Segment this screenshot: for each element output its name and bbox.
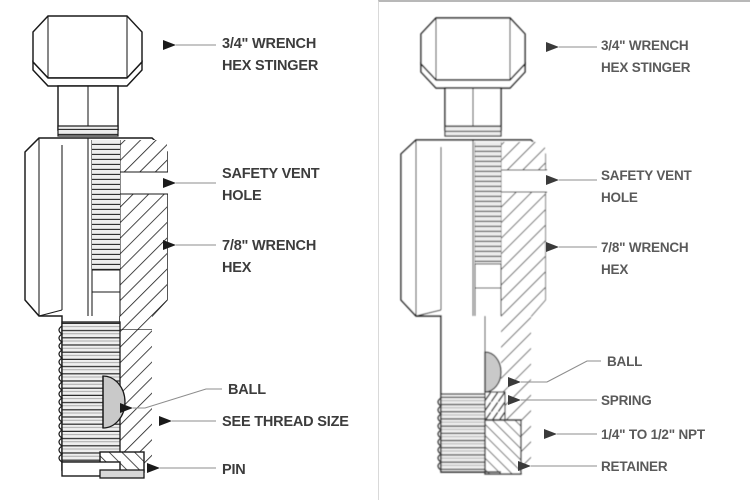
stinger-shank	[57, 85, 119, 131]
leader-wrench-hex	[163, 240, 216, 250]
label-spring: SPRING	[601, 393, 652, 408]
thread-crest-profile	[58, 325, 64, 463]
label-retainer: RETAINER	[601, 459, 668, 474]
leader-retainer	[518, 461, 597, 471]
label-wrench-hex-stinger-line2: HEX STINGER	[601, 60, 691, 75]
hex-stinger-nut	[420, 17, 526, 89]
label-safety-vent-hole-line2: HOLE	[601, 190, 638, 205]
hex-stinger-nut	[32, 15, 143, 87]
label-safety-vent-hole-line1: SAFETY VENT	[601, 168, 693, 183]
left-diagram-panel: 3/4" WRENCH HEX STINGER SAFETY VENT HOLE…	[24, 15, 350, 479]
label-wrench-hex-line1: 7/8" WRENCH	[222, 238, 316, 254]
leader-see-thread-size	[159, 416, 216, 426]
label-see-thread-size: SEE THREAD SIZE	[222, 414, 349, 430]
leader-npt-thread-size	[544, 429, 597, 439]
right-callout-leaders	[508, 42, 601, 471]
leader-safety-vent-hole	[163, 178, 216, 188]
right-diagram-panel: 3/4" WRENCH HEX STINGER SAFETY VENT HOLE…	[378, 0, 750, 500]
label-wrench-hex-stinger-line1: 3/4" WRENCH	[601, 38, 688, 53]
right-diagram-svg: 3/4" WRENCH HEX STINGER SAFETY VENT HOLE…	[400, 17, 706, 475]
leader-ball	[120, 388, 222, 413]
leader-wrench-hex-stinger	[163, 40, 216, 50]
stinger-shank	[444, 87, 502, 137]
leader-safety-vent-hole	[546, 175, 597, 185]
label-npt-thread-size: 1/4" TO 1/2" NPT	[601, 427, 706, 442]
leader-wrench-hex	[546, 242, 597, 252]
leader-wrench-hex-stinger	[546, 42, 597, 52]
thread-crest-profile	[437, 397, 443, 471]
spring-element	[484, 391, 506, 421]
label-wrench-hex-stinger-line2: HEX STINGER	[222, 58, 319, 74]
retainer-element	[484, 419, 522, 475]
label-safety-vent-hole-line2: HOLE	[222, 188, 262, 204]
pin-element	[61, 451, 145, 479]
label-wrench-hex-line2: HEX	[601, 262, 628, 277]
label-wrench-hex-stinger-line1: 3/4" WRENCH	[222, 36, 316, 52]
valve-body	[24, 137, 168, 479]
label-ball: BALL	[607, 354, 642, 369]
label-safety-vent-hole-line1: SAFETY VENT	[222, 166, 320, 182]
leader-spring	[508, 395, 597, 405]
ball-element	[484, 351, 502, 393]
left-diagram-svg: 3/4" WRENCH HEX STINGER SAFETY VENT HOLE…	[24, 15, 349, 479]
label-pin: PIN	[222, 462, 246, 478]
upper-stinger-thread	[57, 125, 119, 137]
ball-element	[102, 375, 126, 429]
left-callout-leaders	[120, 40, 222, 473]
leader-ball	[508, 360, 601, 387]
label-ball: BALL	[228, 382, 266, 398]
label-wrench-hex-line2: HEX	[222, 260, 252, 276]
valve-body	[400, 139, 547, 475]
label-wrench-hex-line1: 7/8" WRENCH	[601, 240, 688, 255]
leader-pin	[147, 463, 216, 473]
